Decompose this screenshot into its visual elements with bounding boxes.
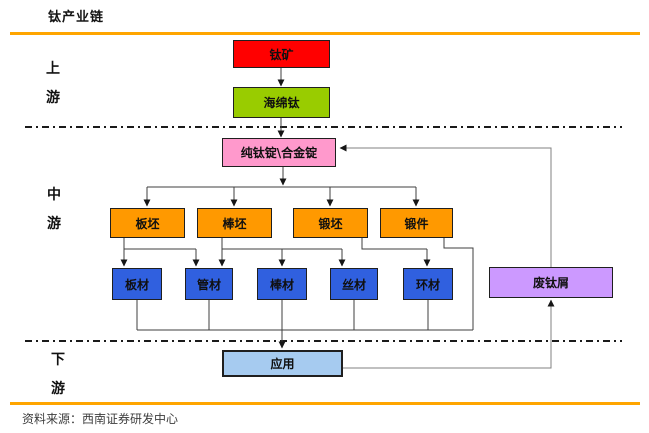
bar-billet-branch	[221, 238, 342, 250]
node-ore: 钛矿	[233, 40, 330, 68]
node-bar: 棒材	[257, 268, 307, 300]
node-sponge: 海绵钛	[233, 87, 330, 118]
edge-application-scrap	[343, 299, 555, 369]
node-forgings: 锻件	[380, 208, 453, 238]
node-tube: 管材	[185, 268, 233, 300]
node-ring: 环材	[403, 268, 453, 300]
top-rule	[10, 32, 640, 35]
node-forge-billet: 锻坯	[293, 208, 368, 238]
node-ingot: 纯钛锭\合金锭	[222, 138, 336, 167]
page-title: 钛产业链	[48, 10, 105, 25]
node-slab: 板坯	[110, 208, 185, 238]
bottom-rule	[10, 402, 640, 405]
node-wire: 丝材	[330, 268, 378, 300]
stage-label-midstream: 中游	[47, 187, 61, 232]
stage-label-downstream: 下游	[51, 352, 65, 397]
node-scrap: 废钛屑	[489, 267, 613, 298]
node-plate: 板材	[112, 268, 162, 300]
stage-label-upstream: 上游	[46, 61, 60, 106]
forge-billet-branch	[361, 238, 427, 250]
slab-branch	[123, 238, 196, 250]
node-bar-billet: 棒坯	[197, 208, 272, 238]
source-line: 资料来源：西南证券研发中心	[22, 412, 179, 426]
node-application: 应用	[222, 350, 343, 377]
